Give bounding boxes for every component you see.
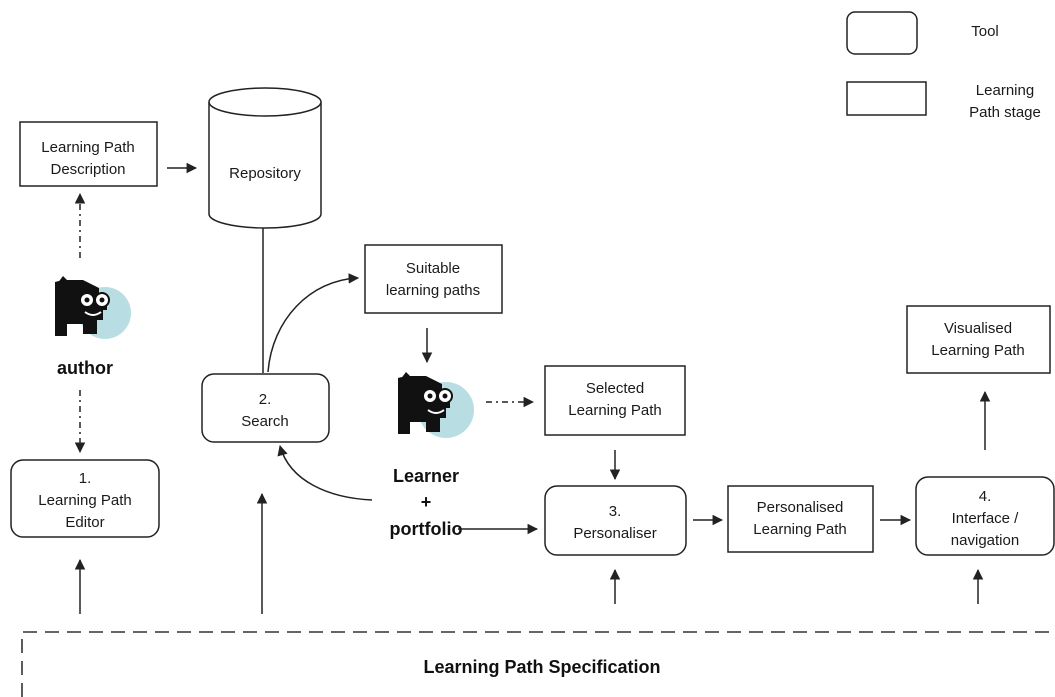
svg-text:Interface /: Interface / [952,510,1020,527]
learner-label-1: Learner [393,466,459,486]
arrow-learner-to-search [277,444,373,501]
svg-text:navigation: navigation [951,532,1019,549]
search-box: 2. Search [201,373,330,443]
legend-stage-label-2: Path stage [969,104,1041,121]
lp-specification-region: Learning Path Specification [21,631,1053,697]
svg-text:Personaliser: Personaliser [573,525,656,542]
svg-text:1.: 1. [79,470,92,487]
lp-specification-label: Learning Path Specification [423,657,660,677]
svg-text:Learning Path: Learning Path [41,139,134,156]
svg-text:3.: 3. [609,503,622,520]
visualised-path-box: Visualised Learning Path [906,305,1051,374]
svg-text:Selected: Selected [586,380,644,397]
author-icon [55,276,131,339]
legend: Tool Learning Path stage [846,11,1041,121]
svg-text:Personalised: Personalised [757,499,844,516]
legend-tool-shape [846,11,918,55]
learner-label-3: portfolio [390,519,463,539]
suitable-paths-box: Suitable learning paths [364,244,503,314]
interface-box: 4. Interface / navigation [915,476,1055,556]
repository-cylinder: Repository [208,87,322,229]
learner-icon [398,372,474,438]
personalised-path-box: Personalised Learning Path [727,485,874,553]
legend-stage-label: Learning [976,82,1034,99]
arrow-search-to-suitable [267,273,360,373]
author-label: author [57,358,113,378]
svg-text:Suitable: Suitable [406,260,460,277]
svg-text:learning paths: learning paths [386,282,480,299]
svg-text:Description: Description [50,161,125,178]
learner-label-2: + [421,492,432,512]
svg-text:Visualised: Visualised [944,320,1012,337]
svg-text:Editor: Editor [65,514,104,531]
svg-text:4.: 4. [979,488,992,505]
lp-editor-box: 1. Learning Path Editor [10,459,160,538]
selected-path-box: Selected Learning Path [544,365,686,436]
legend-stage-shape [846,81,927,116]
svg-text:Learning Path: Learning Path [568,402,661,419]
svg-text:Search: Search [241,413,289,430]
svg-text:Learning Path: Learning Path [753,521,846,538]
svg-text:2.: 2. [259,391,272,408]
lp-description-box: Learning Path Description [19,121,158,187]
repository-label: Repository [229,165,301,182]
svg-text:Learning Path: Learning Path [931,342,1024,359]
legend-tool-label: Tool [971,23,999,40]
personaliser-box: 3. Personaliser [544,485,687,556]
svg-text:Learning Path: Learning Path [38,492,131,509]
